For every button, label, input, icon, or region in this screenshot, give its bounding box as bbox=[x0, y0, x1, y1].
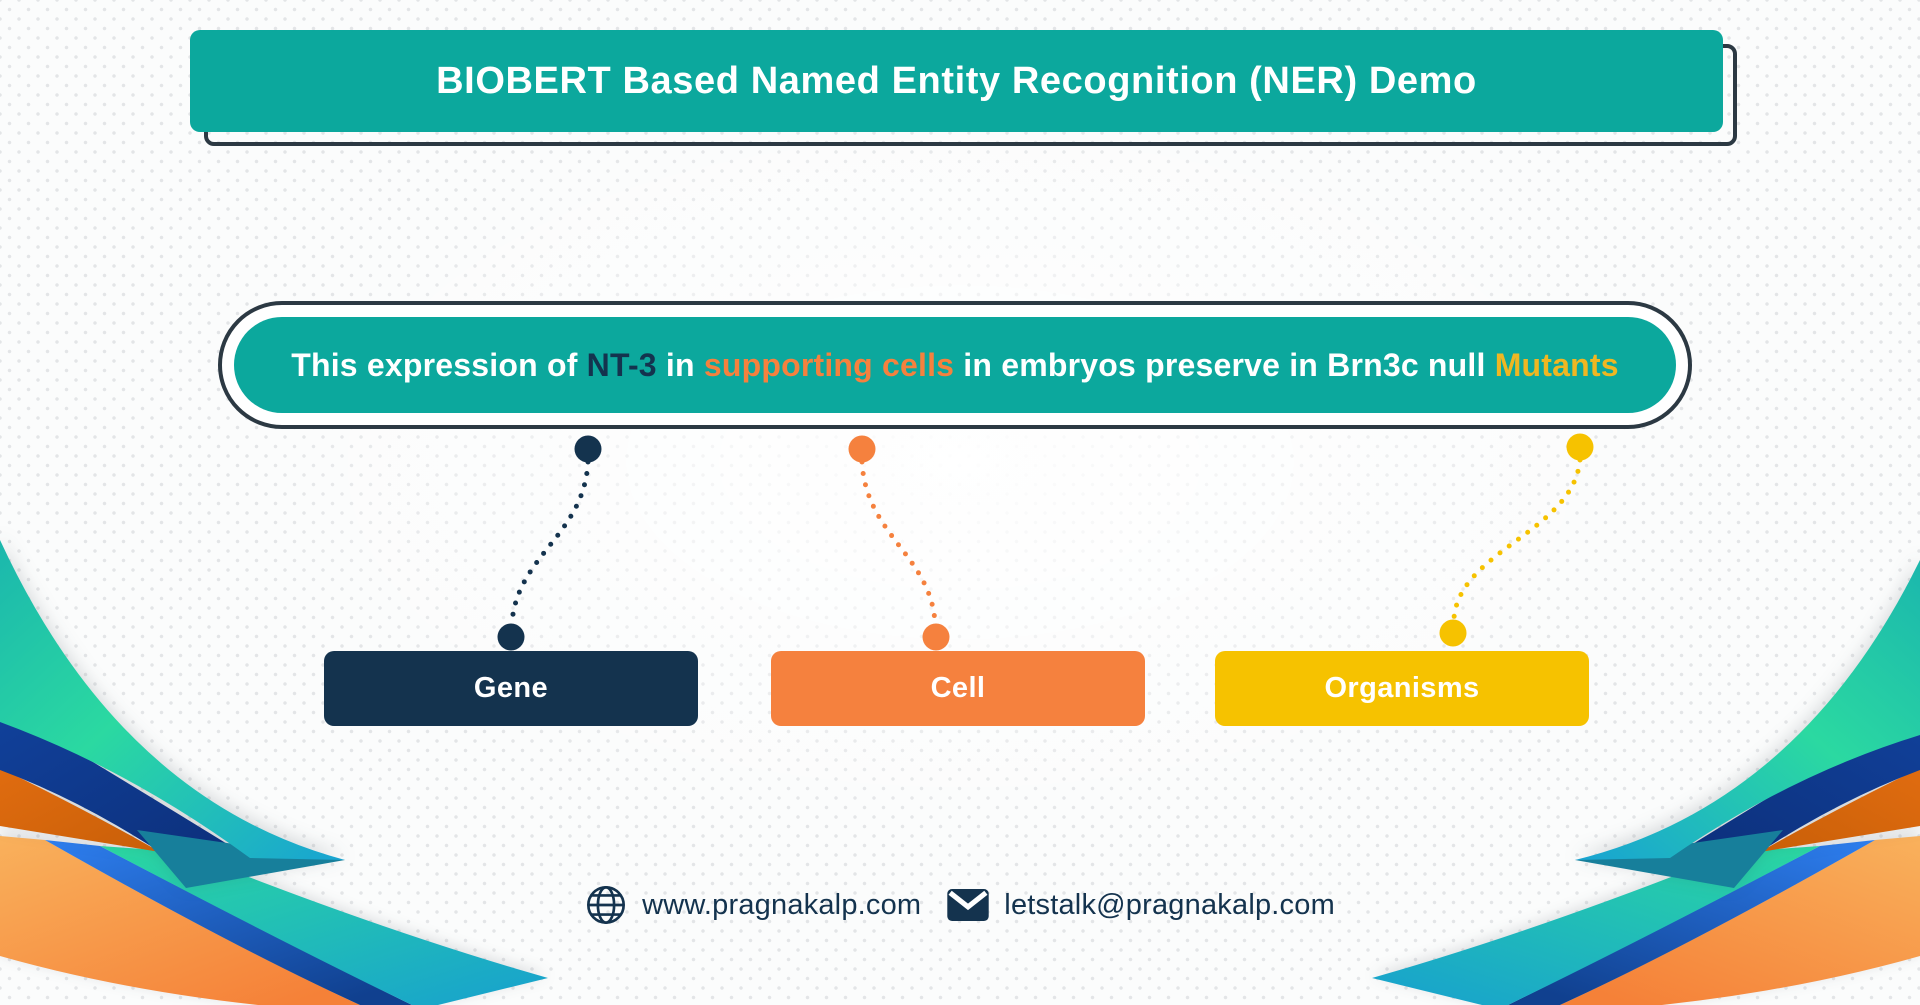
website-link[interactable]: www.pragnakalp.com bbox=[642, 888, 922, 921]
entity-label-organism: Organisms bbox=[1324, 672, 1480, 704]
entity-box-cell: Cell bbox=[771, 651, 1145, 726]
connector-cell-top-dot bbox=[848, 435, 876, 463]
connector-cell-path bbox=[859, 459, 938, 625]
connector-organism bbox=[1439, 433, 1594, 647]
connector-organism-path bbox=[1451, 457, 1583, 621]
entity-label-cell: Cell bbox=[930, 672, 986, 704]
connector-cell-bottom-dot bbox=[922, 623, 950, 651]
footer-email[interactable]: letstalk@pragnakalp.com bbox=[947, 889, 1335, 922]
footer: www.pragnakalp.com letstalk@pragnakalp.c… bbox=[0, 876, 1920, 934]
connector-gene-top-dot bbox=[574, 435, 602, 463]
connector-organism-bottom-dot bbox=[1439, 619, 1467, 647]
connector-gene-path bbox=[509, 459, 591, 625]
connector-organism-top-dot bbox=[1566, 433, 1594, 461]
connector-cell bbox=[848, 435, 950, 651]
email-link[interactable]: letstalk@pragnakalp.com bbox=[1004, 888, 1335, 921]
entity-box-organism: Organisms bbox=[1215, 651, 1589, 726]
connector-gene-bottom-dot bbox=[497, 623, 525, 651]
footer-website[interactable]: www.pragnakalp.com bbox=[585, 884, 921, 926]
entity-label-gene: Gene bbox=[473, 672, 549, 704]
entity-box-gene: Gene bbox=[324, 651, 698, 726]
envelope-icon bbox=[947, 889, 990, 921]
connector-gene bbox=[497, 435, 602, 651]
globe-icon bbox=[587, 886, 626, 924]
